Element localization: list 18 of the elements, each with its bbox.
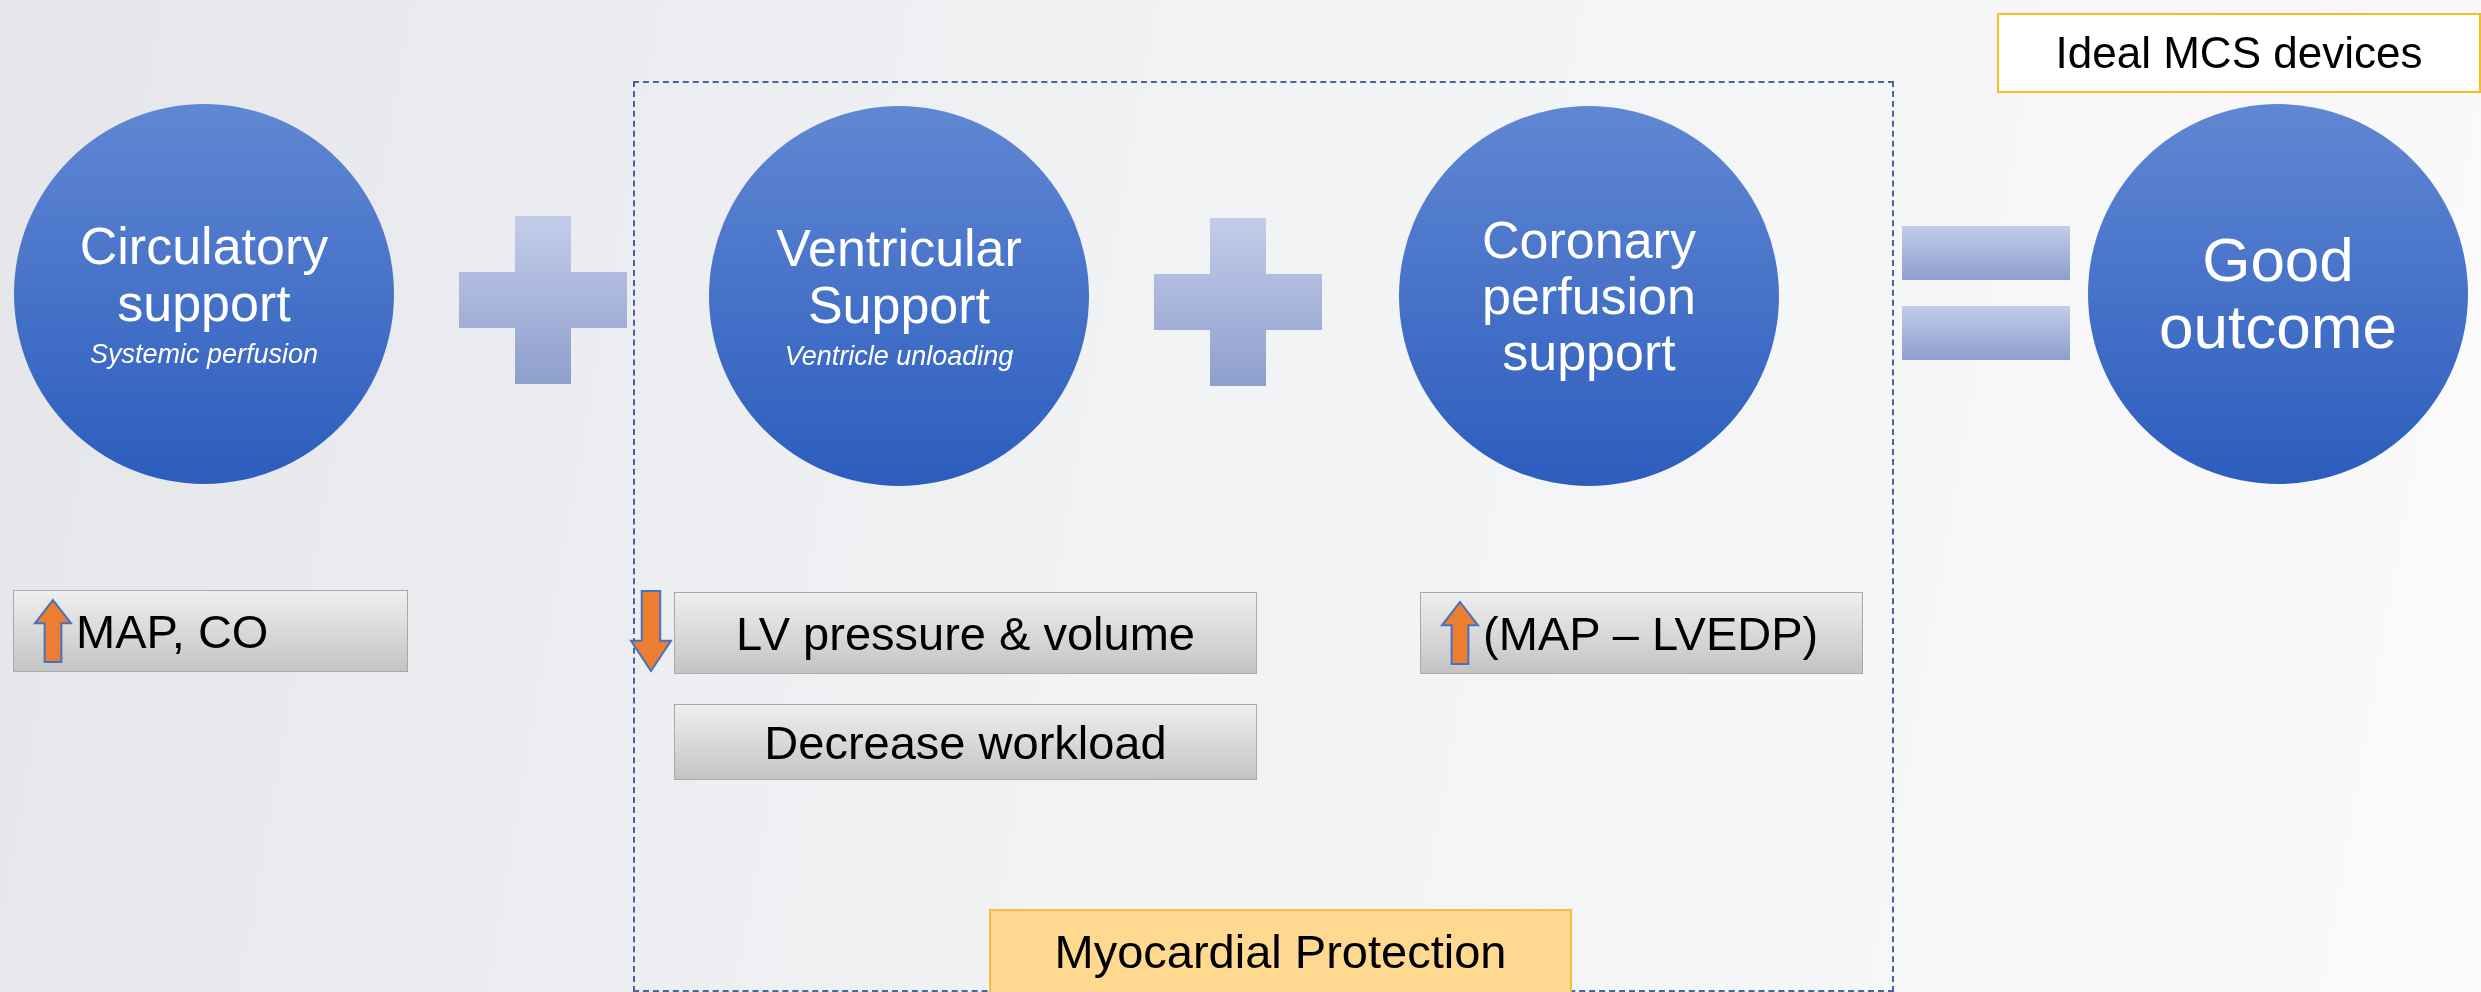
- circle-title: Coronary perfusion support: [1481, 211, 1697, 381]
- circle-title: Good outcome: [2158, 227, 2398, 361]
- circle-subtitle: Ventricle unloading: [784, 340, 1014, 372]
- circle-title: Circulatory support: [78, 218, 330, 331]
- plus-sign: [459, 216, 627, 384]
- text-box: [1420, 592, 1863, 674]
- circle-subtitle: Systemic perfusion: [89, 338, 319, 370]
- circle-title: Ventricular Support: [775, 220, 1023, 333]
- section-label: Myocardial Protection: [989, 909, 1572, 992]
- equals-sign: [1902, 226, 2070, 360]
- box-label: MAP, CO: [76, 603, 269, 659]
- text-box: Decrease workload: [674, 704, 1257, 780]
- title-box: Ideal MCS devices: [1997, 13, 2481, 93]
- dashed-region: [633, 81, 1894, 992]
- text-box: [13, 590, 408, 672]
- text-box: LV pressure & volume: [674, 592, 1257, 674]
- box-label: (MAP – LVEDP): [1483, 605, 1819, 661]
- plus-sign: [1154, 218, 1322, 386]
